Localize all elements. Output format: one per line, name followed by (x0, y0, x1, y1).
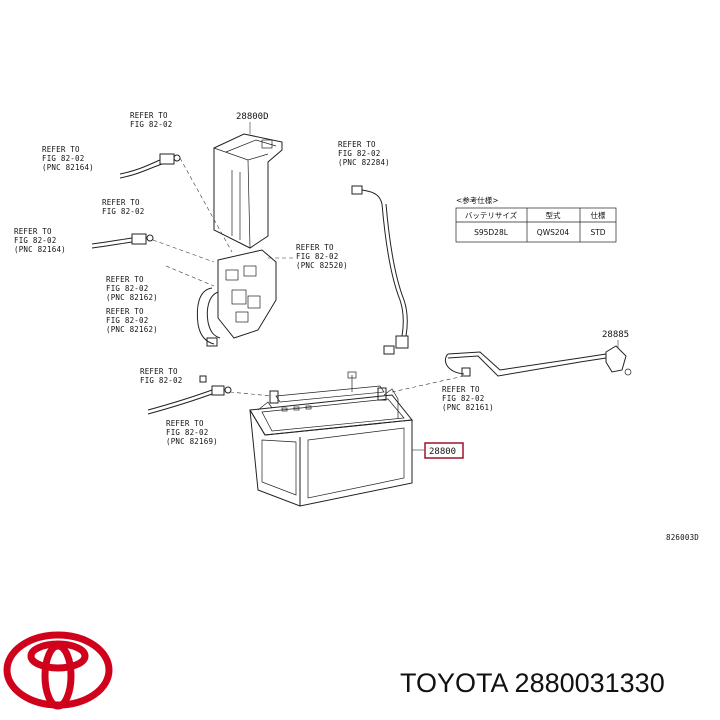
spec-header-spec: 仕様 (591, 210, 606, 220)
cable-82164-lower (91, 233, 215, 263)
spec-cell-size: S95D28L (474, 228, 509, 237)
toyota-logo-icon (3, 631, 113, 710)
cable-82284 (351, 185, 409, 355)
cable-82164-upper (119, 153, 233, 253)
part-number: 2880031330 (514, 668, 665, 698)
battery-part-highlight (424, 442, 464, 459)
spec-header-type: 型式 (546, 210, 561, 220)
spec-header-size: バッテリサイズ (465, 210, 518, 220)
part-number-cable: 28885 (602, 330, 629, 340)
figure-code: 826003D (666, 533, 699, 542)
part-number-battery: 28800 (429, 447, 456, 457)
part-number-cover: 28800D (236, 112, 269, 122)
battery (249, 371, 413, 507)
battery-vents (281, 405, 312, 412)
fuse-block (165, 249, 277, 347)
spec-cell-type: QWS204 (537, 228, 570, 237)
battery-cover (213, 133, 283, 249)
spec-table: <参考仕様> バッテリサイズ 型式 仕様 S95D28L QWS204 STD (455, 195, 617, 243)
cable-28885 (391, 340, 632, 393)
spec-table-caption: <参考仕様> (456, 195, 499, 205)
brand-name: TOYOTA (400, 668, 508, 698)
cable-82169 (147, 375, 273, 415)
spec-cell-spec: STD (590, 228, 605, 237)
footer-caption: TOYOTA 2880031330 (400, 668, 665, 699)
